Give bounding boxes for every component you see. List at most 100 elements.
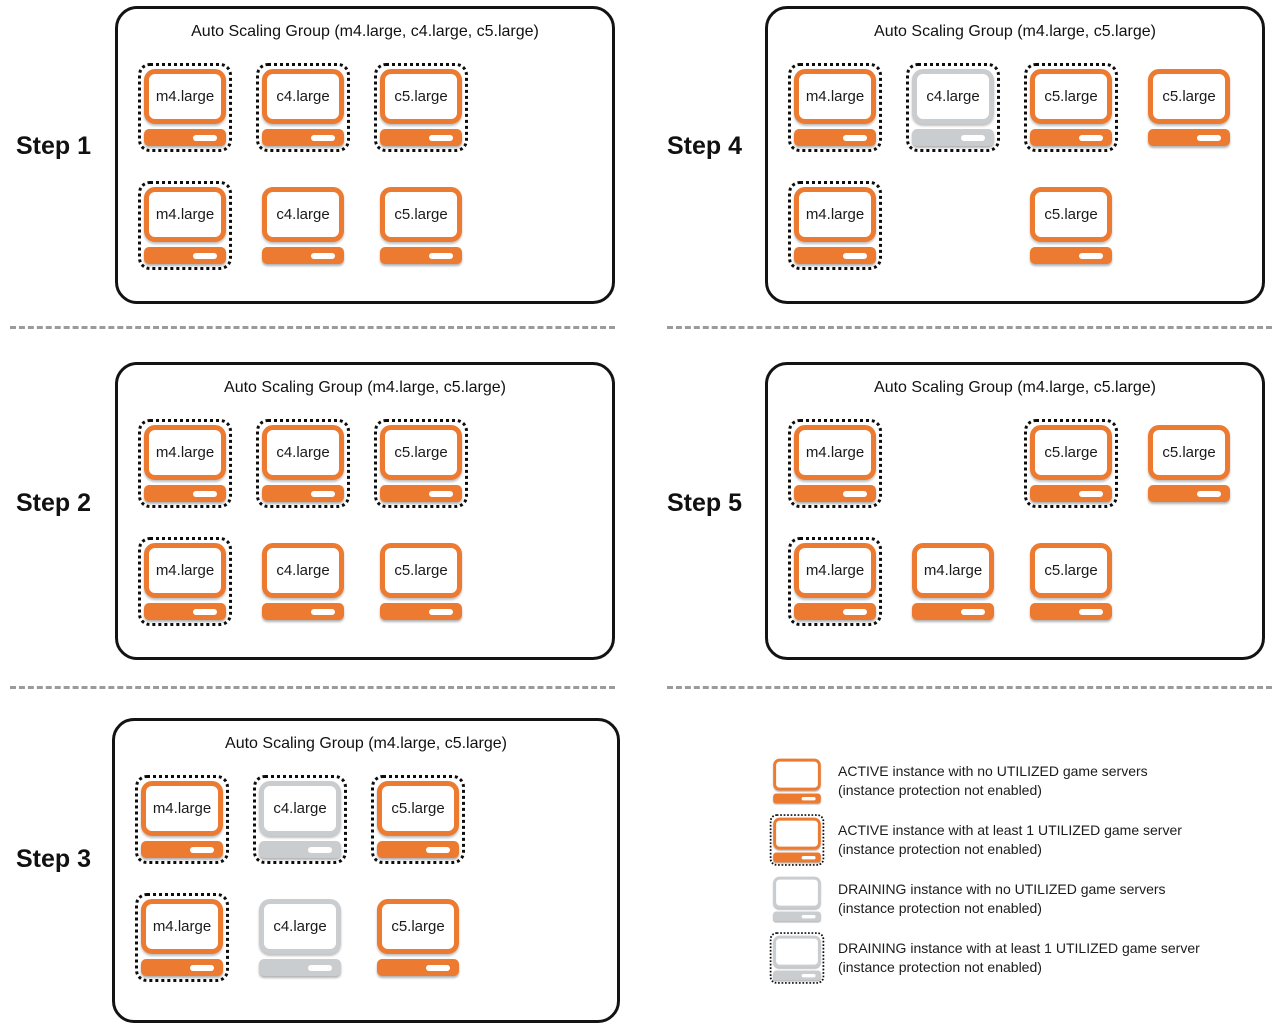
instance-type-label: c4.large <box>276 88 330 105</box>
divider-line <box>10 326 615 329</box>
instance-type-label: m4.large <box>155 88 215 105</box>
legend-line-2: (instance protection not enabled) <box>838 841 1042 857</box>
instance-icon-active-utilized: m4.large <box>788 537 882 626</box>
computer-base-icon <box>259 841 341 858</box>
instance-type-label: m4.large <box>152 800 212 817</box>
step-2-label: Step 2 <box>16 489 92 517</box>
instance-icon-active: c5.large <box>374 181 468 270</box>
computer-base-icon <box>1030 129 1112 146</box>
computer-base-icon <box>144 129 226 146</box>
computer-base-icon <box>794 603 876 620</box>
computer-base-icon <box>794 247 876 264</box>
instance-cell <box>1142 181 1236 193</box>
instance-icon-draining-utilized: c4.large <box>253 775 347 864</box>
legend-entry: DRAINING instance with at least 1 UTILIZ… <box>768 929 1268 987</box>
computer-base-icon <box>380 485 462 502</box>
computer-base-icon <box>773 911 821 922</box>
computer-monitor-icon: m4.large <box>912 543 994 598</box>
computer-base-icon <box>141 959 223 976</box>
empty-slot <box>1183 537 1195 549</box>
instance-icon-active: c5.large <box>374 537 468 626</box>
computer-monitor-icon: c4.large <box>262 543 344 598</box>
instance-cell: c5.large <box>1024 181 1118 270</box>
divider-line <box>667 686 1272 689</box>
instance-cell: m4.large <box>135 775 229 864</box>
instance-cell: m4.large <box>138 537 232 626</box>
instance-type-label: c4.large <box>273 918 327 935</box>
asg-title: Auto Scaling Group (m4.large, c4.large, … <box>191 23 539 40</box>
computer-monitor-icon: c5.large <box>1030 187 1112 242</box>
instance-cell: c4.large <box>256 537 350 626</box>
instance-cell <box>1142 537 1236 549</box>
instance-row: m4.large m4.large c5.large <box>788 537 1236 626</box>
instance-icon-active-utilized: m4.large <box>138 419 232 508</box>
computer-monitor-icon: m4.large <box>794 69 876 124</box>
instance-icon-active-utilized: c5.large <box>374 63 468 152</box>
empty-slot <box>1183 181 1195 193</box>
instance-cell <box>906 419 1000 431</box>
computer-monitor-icon: m4.large <box>144 425 226 480</box>
instance-type-label: m4.large <box>805 206 865 223</box>
computer-monitor-icon <box>773 758 821 791</box>
instance-row: m4.large c4.large c5.large <box>138 537 468 626</box>
divider-line <box>667 326 1272 329</box>
step-1-label: Step 1 <box>16 132 92 160</box>
computer-monitor-icon: m4.large <box>144 69 226 124</box>
computer-monitor-icon: c5.large <box>377 899 459 954</box>
panel-step-3: Auto Scaling Group (m4.large, c5.large) … <box>112 718 620 1023</box>
instance-cell: m4.large <box>788 181 882 270</box>
computer-base-icon <box>794 129 876 146</box>
computer-monitor-icon: m4.large <box>794 543 876 598</box>
instance-icon-active-utilized: m4.large <box>135 893 229 982</box>
instance-grid: m4.large c4.large c5.large m4.large c4.large… <box>138 419 468 626</box>
instance-icon-active-utilized: c5.large <box>1024 63 1118 152</box>
computer-monitor-icon: c5.large <box>1030 543 1112 598</box>
legend-line-2: (instance protection not enabled) <box>838 900 1042 916</box>
legend-entry: DRAINING instance with no UTILIZED game … <box>768 870 1268 928</box>
asg-title: Auto Scaling Group (m4.large, c5.large) <box>225 735 507 752</box>
instance-row: m4.large c5.large <box>788 181 1236 270</box>
instance-row: m4.large c4.large c5.large <box>135 893 465 982</box>
step-4-label: Step 4 <box>667 132 743 160</box>
instance-cell: c5.large <box>374 181 468 270</box>
legend: ACTIVE instance with no UTILIZED game se… <box>768 752 1268 988</box>
instance-icon-active: m4.large <box>906 537 1000 626</box>
computer-monitor-icon: m4.large <box>144 543 226 598</box>
divider-line <box>10 686 615 689</box>
instance-cell: c5.large <box>374 419 468 508</box>
instance-icon-active <box>770 755 825 807</box>
legend-line-1: ACTIVE instance with no UTILIZED game se… <box>838 763 1148 779</box>
computer-base-icon <box>380 603 462 620</box>
computer-base-icon <box>144 603 226 620</box>
instance-cell: c4.large <box>906 63 1000 152</box>
computer-monitor-icon: c4.large <box>912 69 994 124</box>
instance-icon-active: c5.large <box>371 893 465 982</box>
instance-cell: c5.large <box>1142 63 1236 152</box>
legend-entry: ACTIVE instance with no UTILIZED game se… <box>768 752 1268 810</box>
asg-title: Auto Scaling Group (m4.large, c5.large) <box>224 379 506 396</box>
instance-icon-active: c5.large <box>1142 419 1236 508</box>
instance-icon-active: c4.large <box>256 181 350 270</box>
instance-icon-active: c5.large <box>1024 537 1118 626</box>
instance-icon-active-utilized: c4.large <box>256 63 350 152</box>
computer-monitor-icon: c4.large <box>262 425 344 480</box>
computer-base-icon <box>380 247 462 264</box>
instance-cell: m4.large <box>135 893 229 982</box>
instance-type-label: c4.large <box>276 562 330 579</box>
computer-base-icon <box>141 841 223 858</box>
computer-base-icon <box>912 129 994 146</box>
instance-type-label: c5.large <box>391 918 445 935</box>
instance-icon-active-utilized: c5.large <box>374 419 468 508</box>
computer-monitor-icon: c4.large <box>259 781 341 836</box>
instance-icon-draining: c4.large <box>253 893 347 982</box>
instance-icon-active-utilized: c5.large <box>1024 419 1118 508</box>
legend-icon-draining-utilized <box>768 930 826 986</box>
computer-base-icon <box>377 959 459 976</box>
computer-monitor-icon: c5.large <box>1148 69 1230 124</box>
legend-entry: ACTIVE instance with at least 1 UTILIZED… <box>768 811 1268 869</box>
computer-base-icon <box>377 841 459 858</box>
